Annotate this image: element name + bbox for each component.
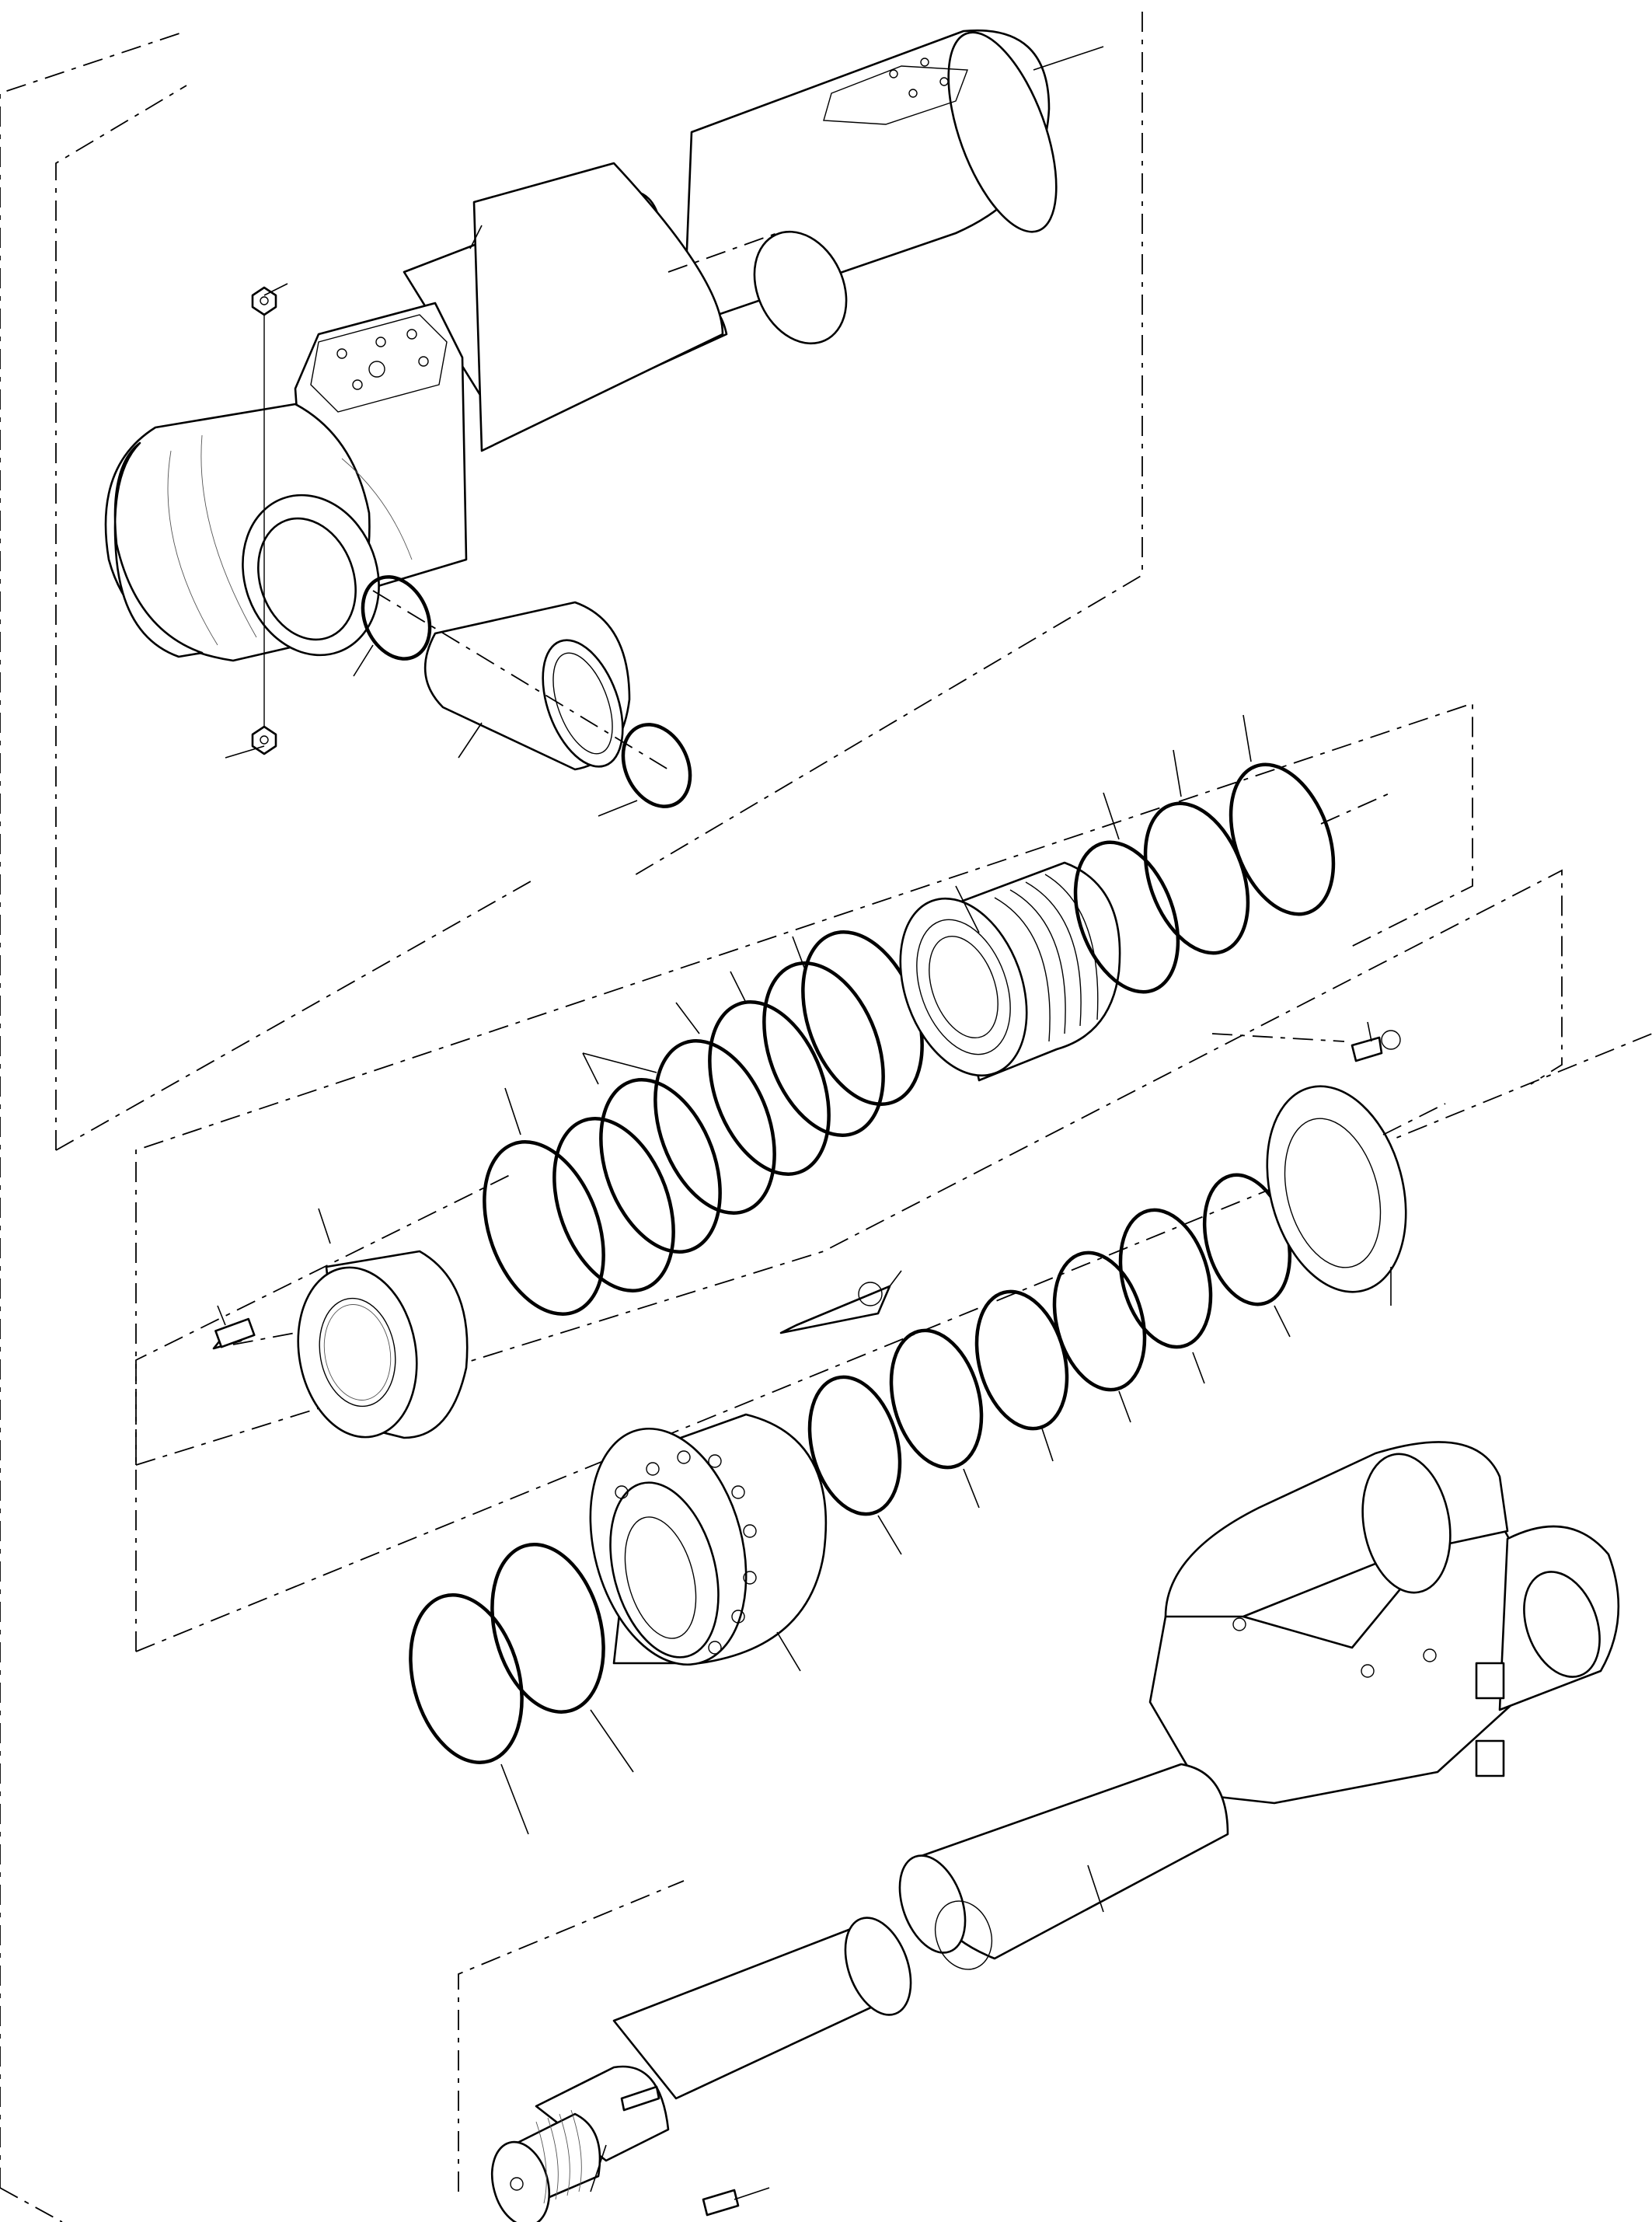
piston-rod-group <box>491 1441 1620 2222</box>
rod-key <box>702 2189 740 2217</box>
outer-boundary-bottom <box>0 2187 63 2222</box>
assembly-boundaries <box>0 12 1652 2222</box>
seal-ring-5 <box>708 1000 831 1176</box>
barrel-rear-end <box>947 31 1058 233</box>
piston-groove-1 <box>994 897 1051 1042</box>
cylinder-barrel <box>104 29 1058 755</box>
rod-eye-grease-fitting-1 <box>1475 1662 1505 1700</box>
seal-ring-2 <box>552 1117 675 1292</box>
eye-seal-ring-right <box>621 723 692 808</box>
rod-upper-break <box>898 1854 967 1954</box>
head-boundary-left <box>135 1173 514 1652</box>
barrel-boundary-left <box>55 85 187 1150</box>
barrel-boundary-bottom <box>55 877 537 1151</box>
port-block-top <box>310 314 448 413</box>
piston-groove-4 <box>1044 874 1099 1020</box>
piston-nut-group <box>212 1250 469 1439</box>
gland-wiper-ring <box>1118 1208 1213 1349</box>
piston-ring-1 <box>1073 840 1180 994</box>
eye-bushing-group <box>361 575 692 808</box>
head-boundary-bottom <box>135 1033 1652 1652</box>
eye-bushing-end <box>542 639 624 768</box>
rod-keyway <box>620 2085 660 2112</box>
piston-ring-3 <box>1229 762 1336 916</box>
barrel-rear-port-block <box>823 65 968 125</box>
seal-ring-4 <box>653 1039 776 1215</box>
piston-seal-stack <box>483 762 1336 1316</box>
cylinder-head-group <box>409 1030 1407 1764</box>
center-axes <box>232 232 1446 1345</box>
piston-ring-2 <box>1143 801 1250 955</box>
seal-ring-3 <box>599 1078 722 1254</box>
leader-lines <box>217 46 1392 2200</box>
piston-groove-3 <box>1025 881 1082 1027</box>
rod-eye-boss-bore <box>1523 1571 1601 1678</box>
rod-eye-grease-fitting-2 <box>1475 1739 1505 1777</box>
gland-inner-seal-1 <box>807 1375 902 1516</box>
gland-bolt <box>779 1285 891 1334</box>
grease-fitting-bottom <box>251 725 277 755</box>
piston-face <box>899 897 1028 1077</box>
grease-fitting-top <box>251 286 277 316</box>
rod-thread-end <box>491 2140 550 2222</box>
retainer-plate <box>1266 1085 1407 1293</box>
barrel-body <box>472 162 724 452</box>
seal-ring-6 <box>762 961 885 1137</box>
gland-bolt-holes <box>615 1450 757 1655</box>
gland-spigot <box>609 1481 720 1659</box>
gland-inner-seal-4 <box>1052 1251 1147 1392</box>
gland-outer-seal-2 <box>490 1543 605 1714</box>
piston-boundary-upper <box>135 702 1473 1465</box>
barrel-boundary-right <box>629 12 1143 879</box>
seal-ring-1 <box>483 1140 605 1316</box>
retainer-screw <box>1351 1036 1383 1062</box>
rod-lower-break <box>844 1917 912 2016</box>
piston-groove-2 <box>1009 889 1066 1034</box>
piston-boundary-lower <box>135 869 1563 1466</box>
eye-seal-ring-left <box>361 575 432 661</box>
eye-bore <box>257 517 357 641</box>
rod-boundary <box>458 1880 685 2192</box>
gland-outer-seal-1 <box>409 1593 524 1764</box>
rod-eye-bore <box>1361 1453 1452 1594</box>
rod-shoulder <box>535 2065 670 2162</box>
barrel-break-right <box>753 230 848 345</box>
eye-outer-lip <box>113 441 204 658</box>
outer-boundary-left <box>0 30 187 2188</box>
gland-inner-seal-2 <box>889 1328 984 1470</box>
piston-nut-face <box>297 1266 418 1439</box>
